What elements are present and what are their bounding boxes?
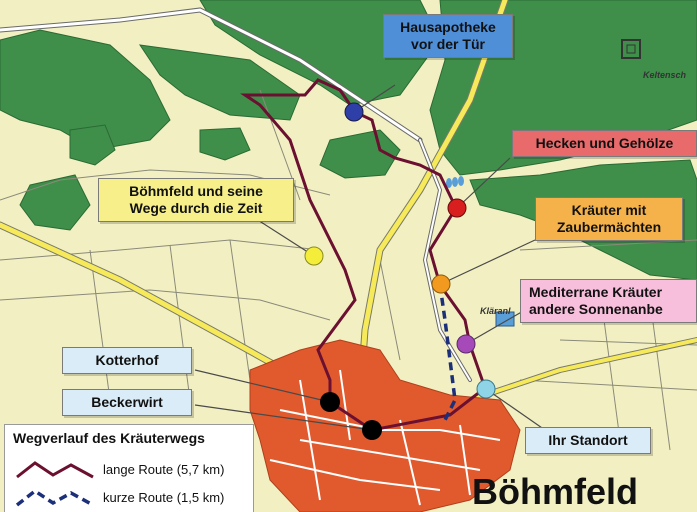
callout-hecken[interactable]: Hecken und Gehölze [512,130,697,157]
station-marker-kotterhof[interactable] [320,392,340,412]
legend-short-route-label: kurze Route (1,5 km) [103,490,225,505]
station-marker-beckerwirt[interactable] [362,420,382,440]
callout-boehmfeld-wege[interactable]: Böhmfeld und seine Wege durch die Zeit [98,178,294,222]
forest-area-west [0,29,171,151]
keltenschanze-marker [621,39,641,59]
forest-patch-left [19,174,91,231]
kläranlage-marker [495,311,515,327]
station-marker-boehmfeld-wege[interactable] [304,246,324,266]
klaeranlage-label: Kläranl [480,306,511,316]
callout-kraeuter-zauber[interactable]: Kräuter mit Zaubermächten [535,197,683,241]
legend-long-route-symbol [16,461,94,479]
short-route-path [438,284,457,421]
legend-row-long: lange Route (5,7 km) [13,459,253,481]
leader-lines [194,84,546,431]
legend-long-route-label: lange Route (5,7 km) [103,462,225,477]
legend-short-route-symbol [15,488,94,507]
station-marker-hausapotheke[interactable] [344,102,364,122]
callout-ihr-standort[interactable]: Ihr Standort [525,427,651,454]
callout-kotterhof[interactable]: Kotterhof [62,347,192,374]
legend-title: Wegverlauf des Kräuterwegs [13,430,205,446]
callout-mediterrane[interactable]: Mediterrane Kräuter andere Sonnenanbe [520,279,697,323]
forest-patch-mid-small [199,127,251,161]
legend: Wegverlauf des Kräuterwegs lange Route (… [4,424,254,512]
pond-marks [446,176,464,188]
town-label: Böhmfeld [472,471,638,512]
long-route-path [240,78,458,402]
callout-hausapotheke[interactable]: Hausapotheke vor der Tür [383,14,513,58]
station-marker-kraeuter-zauber[interactable] [431,274,451,294]
forest-area-center [138,44,301,121]
station-marker-mediterrane[interactable] [456,334,476,354]
callout-beckerwirt[interactable]: Beckerwirt [62,389,192,416]
forest-patch-left-small [69,124,116,166]
keltenschanze-label: Keltensch [643,70,687,80]
forest-patch-mid [319,129,401,179]
station-marker-hecken[interactable] [447,198,467,218]
legend-row-short: kurze Route (1,5 km) [13,487,253,509]
station-marker-ihr-standort[interactable] [476,379,496,399]
